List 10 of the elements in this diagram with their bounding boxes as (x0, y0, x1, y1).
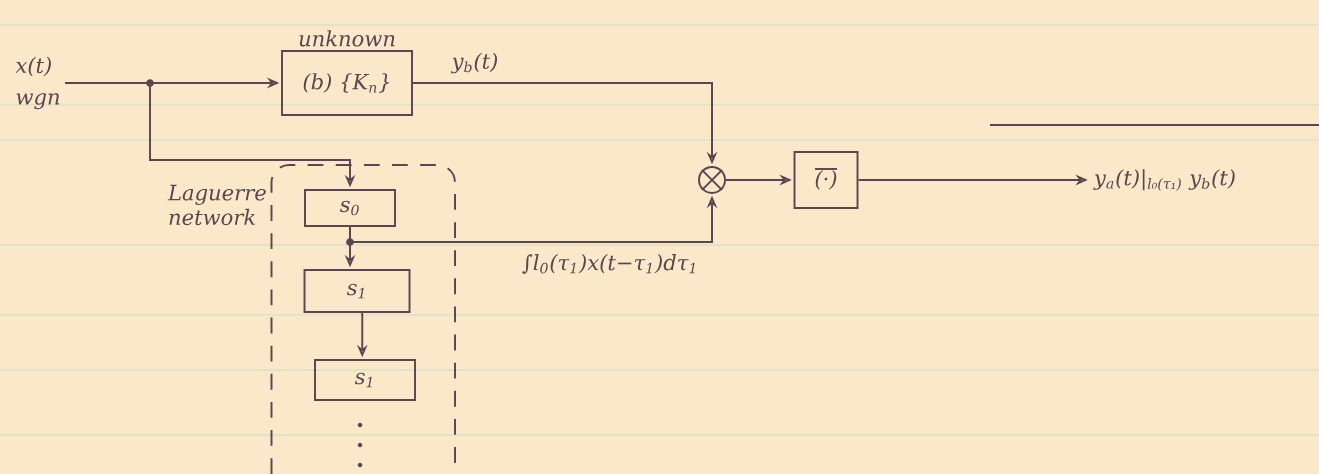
edge-label: ∫l$_{0}$(τ$_{1}$)x(t−τ$_{1}$)dτ$_{1}$ (520, 252, 700, 276)
signal-label: y$_{a}$(t)|$_{l₀(τ₁)}$ y$_{b}$(t) (989, 124, 1319, 191)
block-box: s$_{0}$ (304, 189, 396, 227)
block-box: (·) (793, 151, 859, 209)
block-box: (b) {K$_{n}$} (281, 50, 413, 116)
multiplier-circle (698, 166, 726, 194)
block-box: s$_{1}$ (303, 269, 411, 313)
block-box: s$_{1}$ (314, 359, 416, 401)
signal-label: x(t) wgn (15, 56, 60, 110)
block-heading: unknown (299, 30, 395, 47)
